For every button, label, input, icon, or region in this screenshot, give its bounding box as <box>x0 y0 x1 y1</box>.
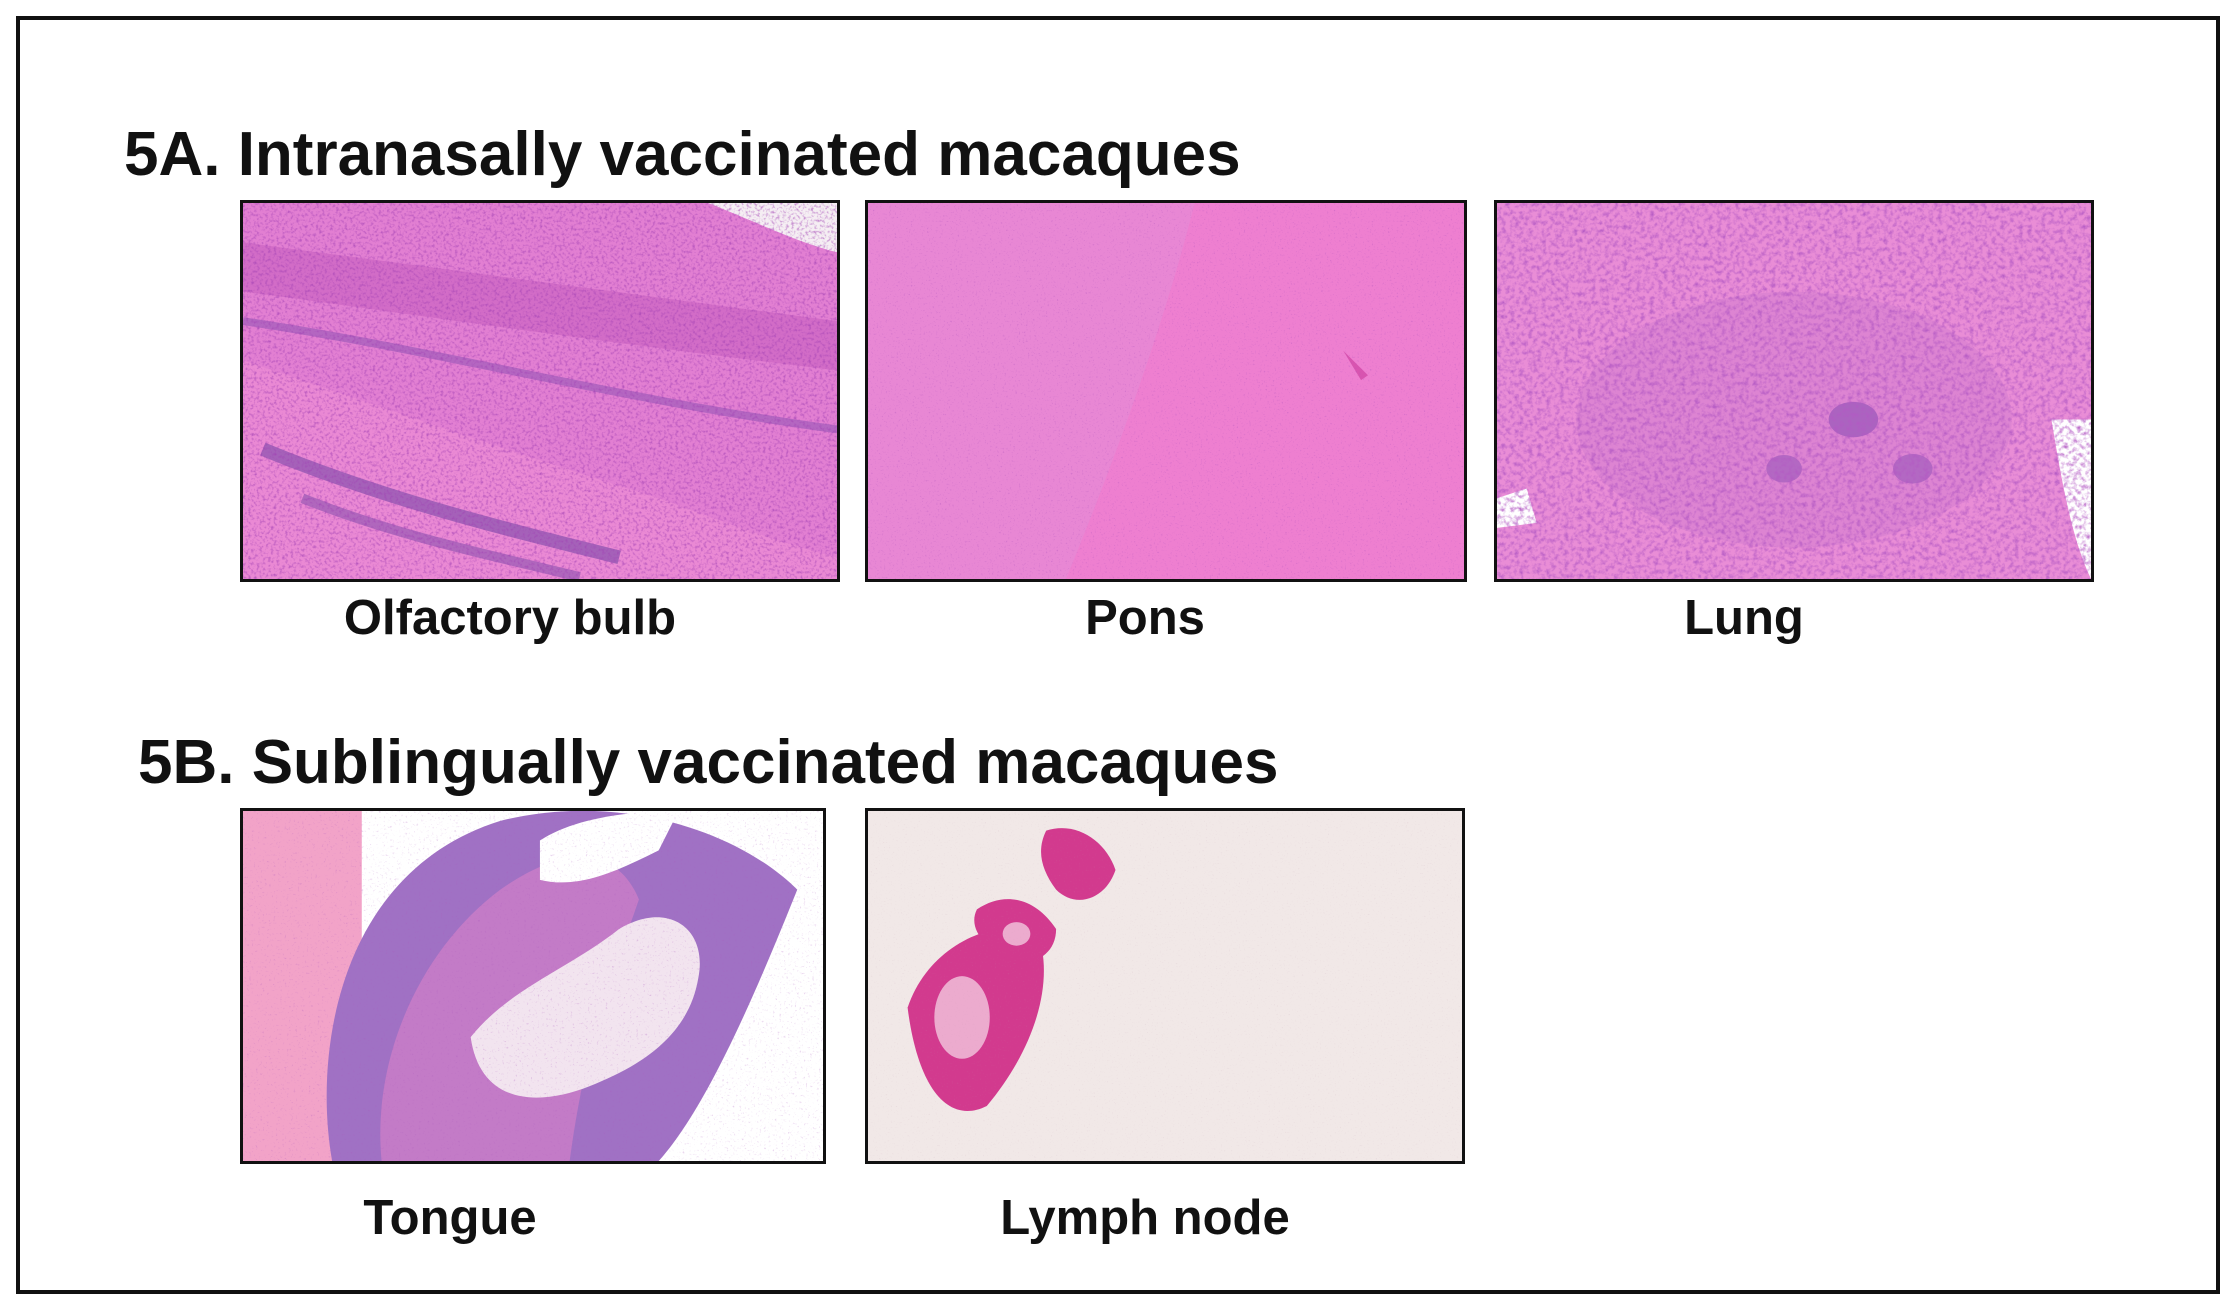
section-b-heading: 5B. Sublingually vaccinated macaques <box>138 728 1279 797</box>
lymph-node-caption: Lymph node <box>1000 1191 1290 1245</box>
olfactory-bulb-caption: Olfactory bulb <box>343 591 677 645</box>
lung-micrograph <box>1494 200 2094 582</box>
tongue-caption: Tongue <box>363 1191 537 1245</box>
pons-micrograph <box>865 200 1467 582</box>
lung-caption: Lung <box>1684 591 1804 645</box>
figure-frame: 5A. Intranasally vaccinated macaques Olf… <box>16 16 2220 1294</box>
tongue-micrograph <box>240 808 826 1164</box>
section-a-heading: 5A. Intranasally vaccinated macaques <box>124 120 1241 189</box>
pons-caption: Pons <box>1085 591 1205 645</box>
olfactory-bulb-micrograph <box>240 200 840 582</box>
lymph-node-micrograph <box>865 808 1465 1164</box>
